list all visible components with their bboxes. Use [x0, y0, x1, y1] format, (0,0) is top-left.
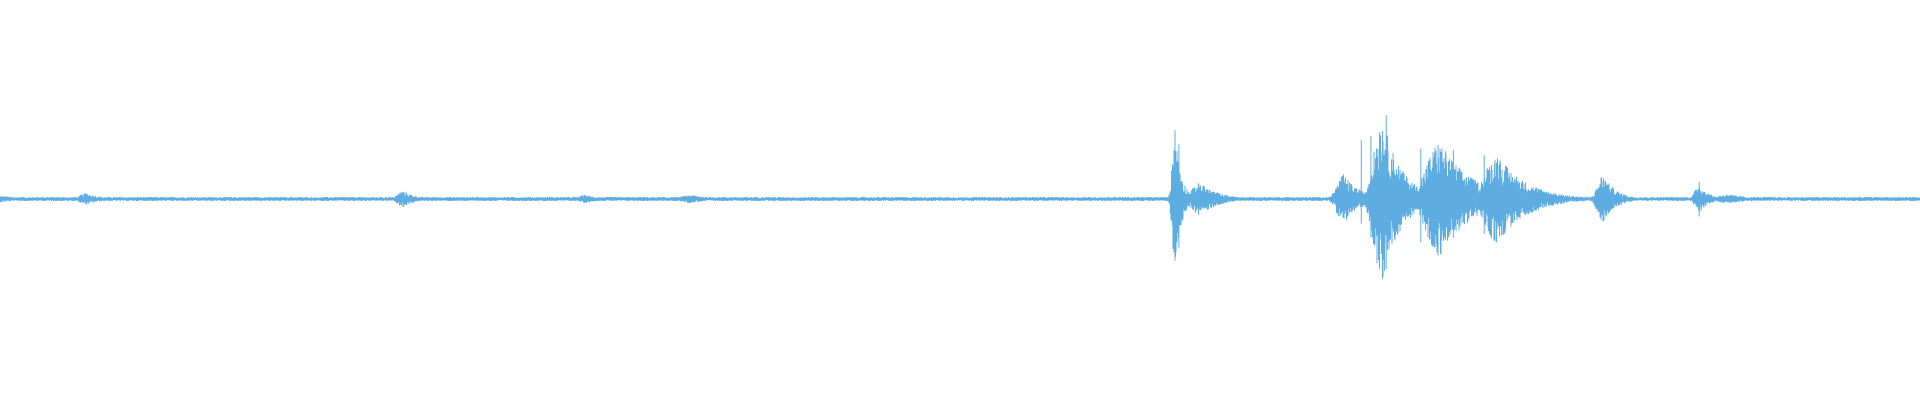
waveform-trace [0, 130, 1920, 279]
waveform-transients [1174, 115, 1700, 269]
